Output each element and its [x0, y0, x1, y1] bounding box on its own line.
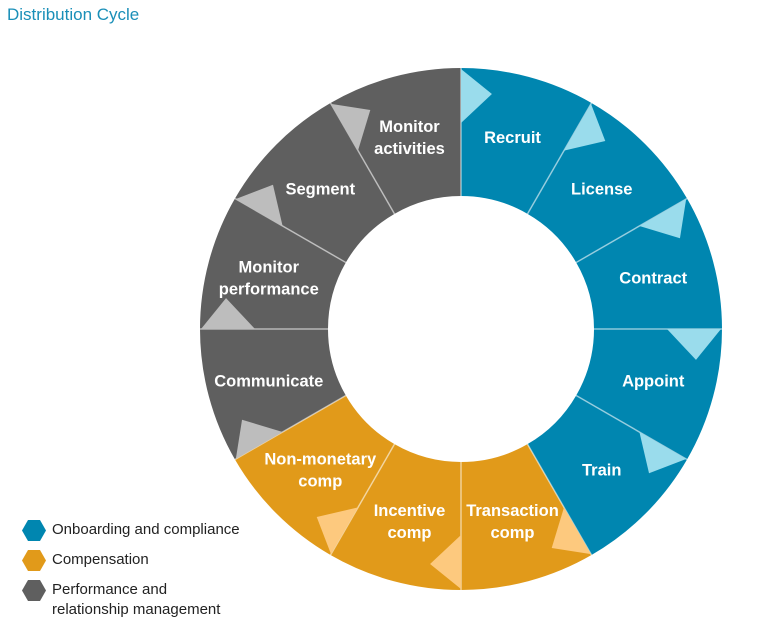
segment-label-line: activities: [374, 140, 445, 158]
segment-label-line: comp: [298, 473, 342, 491]
segment-label: Monitor performance: [219, 258, 319, 298]
arrow-icon: [235, 419, 283, 459]
legend: Onboarding and compliance Compensation P…: [22, 520, 240, 629]
segment-label-line: Recruit: [484, 129, 541, 147]
diagram-title: Distribution Cycle: [7, 5, 140, 24]
segment-label-line: Monitor: [379, 118, 440, 136]
cycle-segment: [576, 329, 722, 460]
segment-label-line: comp: [387, 524, 431, 542]
arrow-icon: [201, 298, 255, 329]
cycle-segment: [200, 329, 346, 460]
cycle-segment: [461, 68, 592, 214]
segment-label-line: comp: [490, 524, 534, 542]
segment-label: Communicate: [214, 373, 323, 391]
legend-label: Compensation: [52, 551, 149, 568]
cycle-segment: [330, 68, 461, 214]
cycle-segment: [527, 102, 688, 263]
segment-label: License: [571, 180, 632, 198]
hexagon-icon: [22, 550, 46, 571]
segment-label: Monitor activities: [374, 118, 445, 158]
segment-label: Transaction comp: [466, 502, 559, 542]
segment-label-line: Transaction: [466, 502, 559, 520]
segment-label-line: Contract: [619, 269, 687, 287]
legend-label: Performance and relationship management: [52, 581, 221, 618]
segment-label: Appoint: [622, 373, 685, 391]
segment-label-line: Communicate: [214, 373, 323, 391]
segment-label-line: Non-monetary: [264, 451, 377, 469]
segment-label-line: Train: [582, 462, 621, 480]
segment-label-line: performance: [219, 280, 319, 298]
arrow-icon: [639, 199, 687, 239]
hexagon-icon: [22, 580, 46, 601]
segment-divider: [234, 394, 347, 461]
segment-label: Recruit: [484, 129, 541, 147]
cycle-segment: [234, 395, 395, 556]
cycle-segment: [461, 444, 592, 590]
cycle-segment: [234, 102, 395, 263]
arrow-icon: [564, 103, 606, 151]
arrow-icon: [461, 69, 492, 123]
legend-label: Onboarding and compliance: [52, 521, 240, 538]
cycle-segment: [576, 198, 722, 329]
segment-label: Contract: [619, 269, 687, 287]
arrow-icon: [551, 507, 591, 555]
segment-label: Train: [582, 462, 621, 480]
segment-label-line: Incentive: [374, 502, 446, 520]
cycle-segment: [200, 198, 346, 329]
arrow-icon: [430, 535, 461, 589]
arrow-icon: [316, 507, 358, 555]
segment-label: Non-monetary comp: [264, 451, 377, 491]
segment-label-line: License: [571, 180, 632, 198]
segment-label-line: Monitor: [239, 258, 300, 276]
segment-divider: [526, 102, 593, 215]
legend-item-compensation: Compensation: [22, 550, 240, 571]
segment-label: Segment: [285, 180, 355, 198]
arrow-icon: [235, 184, 283, 226]
legend-item-performance: Performance and relationship management: [22, 580, 240, 620]
legend-item-onboarding: Onboarding and compliance: [22, 520, 240, 541]
segment-label: Incentive comp: [374, 502, 446, 542]
hexagon-icon: [22, 520, 46, 541]
segment-divider: [329, 102, 396, 215]
arrow-icon: [331, 103, 371, 151]
cycle-segment: [330, 444, 461, 590]
arrow-icon: [667, 329, 721, 360]
segment-label-line: Appoint: [622, 373, 685, 391]
arrow-icon: [639, 432, 687, 474]
cycle-segment: [527, 395, 688, 556]
segment-label-line: Segment: [285, 180, 355, 198]
